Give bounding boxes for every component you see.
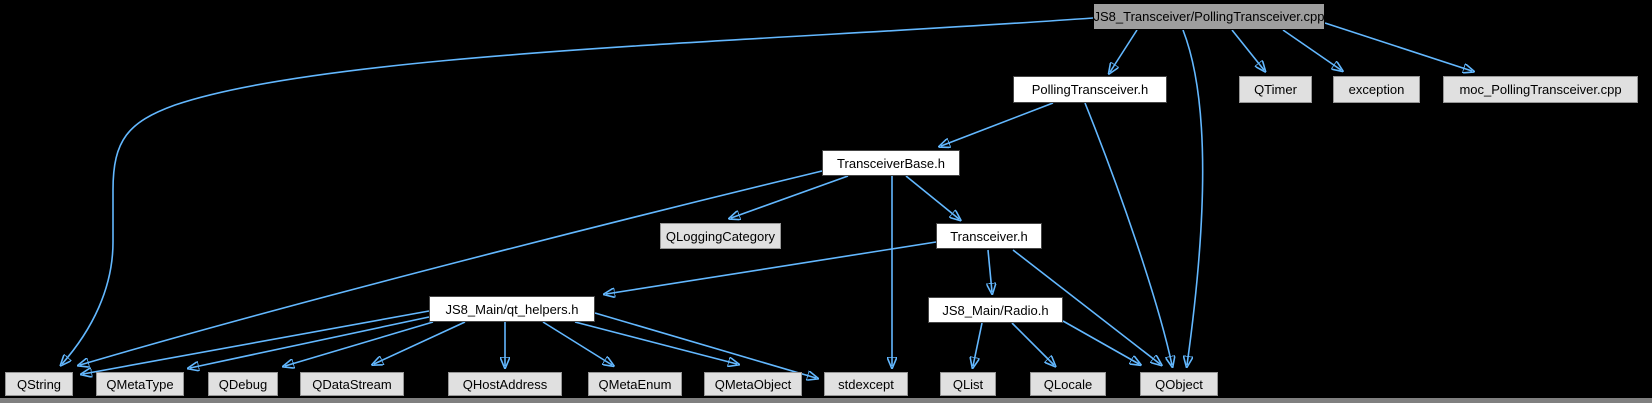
node-qlist: QList [940,372,996,396]
node-qstring: QString [5,372,73,396]
edge-main_cpp-to-polling_h [1110,29,1138,72]
node-label: JS8_Main/Radio.h [942,302,1049,318]
edge-transceiver_h-to-qt_helpers_h [606,241,937,294]
node-label: QMetaEnum [598,376,672,392]
node-qt-helpers-h[interactable]: JS8_Main/qt_helpers.h [429,296,595,322]
node-label: exception [1348,82,1405,97]
edge-qt_helpers_h-to-qmetaobject [574,321,737,364]
node-qobject: QObject [1140,372,1218,396]
node-label: PollingTransceiver.h [1031,82,1149,97]
edge-radio_h-to-qlocale [1011,322,1054,365]
node-exception: exception [1333,76,1420,103]
node-label: QString [16,376,62,392]
node-label: QMetaObject [714,376,792,392]
node-qdatastream: QDataStream [300,372,404,396]
node-pollingtransceiver-h[interactable]: PollingTransceiver.h [1013,76,1167,103]
node-label: QLocale [1043,376,1093,392]
node-pollingtransceiver-cpp: JS8_Transceiver/PollingTransceiver.cpp [1093,3,1325,30]
node-label: JS8_Transceiver/PollingTransceiver.cpp [1093,9,1325,24]
node-label: moc_PollingTransceiver.cpp [1459,82,1622,97]
node-qhostaddress: QHostAddress [448,372,562,396]
edge-main_cpp-to-qobject [1183,29,1204,365]
edge-polling_h-to-base_h [941,102,1054,146]
node-transceiver-h[interactable]: Transceiver.h [936,223,1042,249]
node-label: QDataStream [312,376,392,392]
edge-base_h-to-qloggingcat [731,175,849,218]
edge-qt_helpers_h-to-qdebug [285,321,434,366]
node-qmetatype: QMetaType [96,372,184,396]
edge-transceiver_h-to-radio_h [988,249,992,292]
node-qlocale: QLocale [1030,372,1106,396]
edge-qt_helpers_h-to-qmetaenum [542,321,612,365]
node-qdebug: QDebug [208,372,278,396]
edge-main_cpp-to-exception [1282,29,1341,70]
edge-base_h-to-transceiver_h [905,175,959,219]
node-label: TransceiverBase.h [837,155,945,171]
edge-radio_h-to-qlist [973,322,983,366]
node-qmetaenum: QMetaEnum [588,372,682,396]
edge-transceiver_h-to-qobject [1012,249,1160,364]
node-transceiverbase-h[interactable]: TransceiverBase.h [822,150,960,176]
edge-qt_helpers_h-to-qmetatype [190,316,430,368]
node-label: QObject [1155,376,1203,392]
edge-qt_helpers_h-to-qdatastream [374,321,466,364]
horizontal-scrollbar[interactable] [0,398,1652,403]
node-label: QList [952,376,984,392]
node-label: QTimer [1254,82,1297,97]
node-qmetaobject: QMetaObject [704,372,802,396]
node-qloggingcategory: QLoggingCategory [660,223,781,249]
edge-main_cpp-to-qtimer [1231,29,1264,70]
node-label: QLoggingCategory [665,228,776,244]
node-moc-pollingtransceiver-cpp: moc_PollingTransceiver.cpp [1443,76,1638,103]
node-qtimer: QTimer [1239,76,1312,103]
node-stdexcept: stdexcept [824,372,908,396]
edge-qt_helpers_h-to-qstring [83,310,430,374]
edge-polling_h-to-qobject [1084,102,1172,365]
node-label: stdexcept [838,376,894,392]
edge-radio_h-to-qobject [1062,320,1139,364]
node-label: QMetaType [106,376,174,392]
node-radio-h[interactable]: JS8_Main/Radio.h [928,297,1063,323]
node-label: QHostAddress [462,376,548,392]
edge-base_h-to-qstring [80,170,823,365]
edge-qt_helpers_h-to-stdexcept [594,312,816,378]
node-label: QDebug [218,376,268,392]
edge-main_cpp-to-moc_cpp [1324,22,1472,71]
edge-main_cpp-to-qstring [62,17,1094,364]
node-label: Transceiver.h [950,228,1028,244]
node-label: JS8_Main/qt_helpers.h [445,301,579,317]
